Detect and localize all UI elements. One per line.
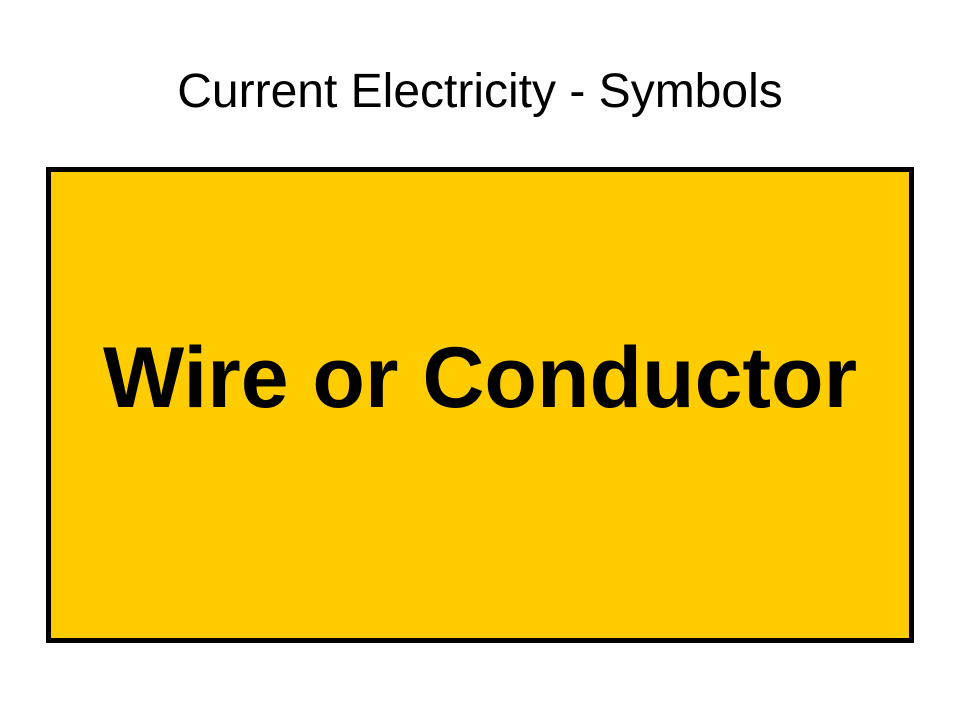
- slide-title: Current Electricity - Symbols: [177, 65, 783, 118]
- symbol-box: Wire or Conductor: [46, 167, 914, 643]
- symbol-label: Wire or Conductor: [102, 330, 858, 426]
